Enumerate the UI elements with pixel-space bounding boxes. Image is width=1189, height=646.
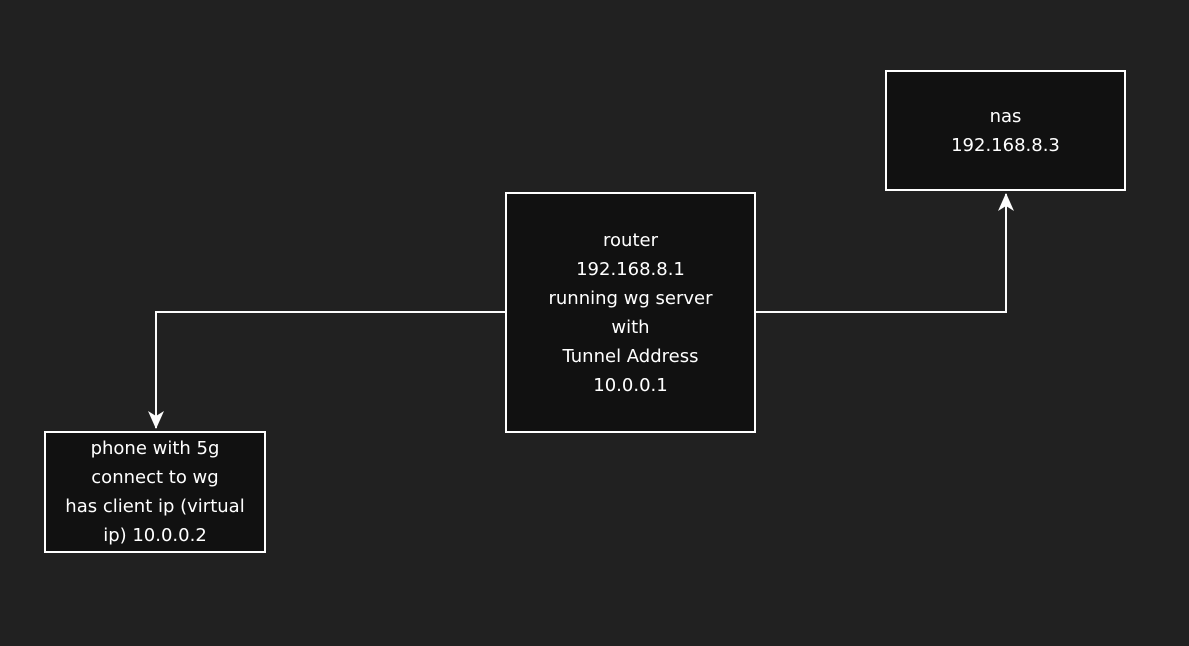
router-node-label: router: [603, 229, 658, 251]
nas-node-label: nas: [989, 105, 1022, 127]
router-node-desc: running wg server: [548, 287, 713, 309]
router-node-desc: with: [611, 316, 650, 338]
phone-node-desc: connect to wg: [91, 467, 219, 488]
phone-node-desc: has client ip (virtual: [65, 496, 245, 517]
nas-node-ip: 192.168.8.3: [951, 134, 1060, 156]
nas-node: nas 192.168.8.3: [885, 70, 1126, 191]
router-to-phone-arrow: [148, 311, 505, 429]
router-node-desc: Tunnel Address: [562, 345, 699, 367]
router-to-nas-arrow: [755, 193, 1014, 313]
router-node: router 192.168.8.1 running wg server wit…: [505, 192, 756, 433]
router-node-tunnel-ip: 10.0.0.1: [593, 374, 668, 396]
phone-node-label: phone with 5g: [90, 438, 220, 459]
router-node-ip: 192.168.8.1: [576, 258, 685, 280]
phone-node: phone with 5g connect to wg has client i…: [44, 431, 266, 553]
phone-node-ip: ip) 10.0.0.2: [103, 525, 207, 546]
